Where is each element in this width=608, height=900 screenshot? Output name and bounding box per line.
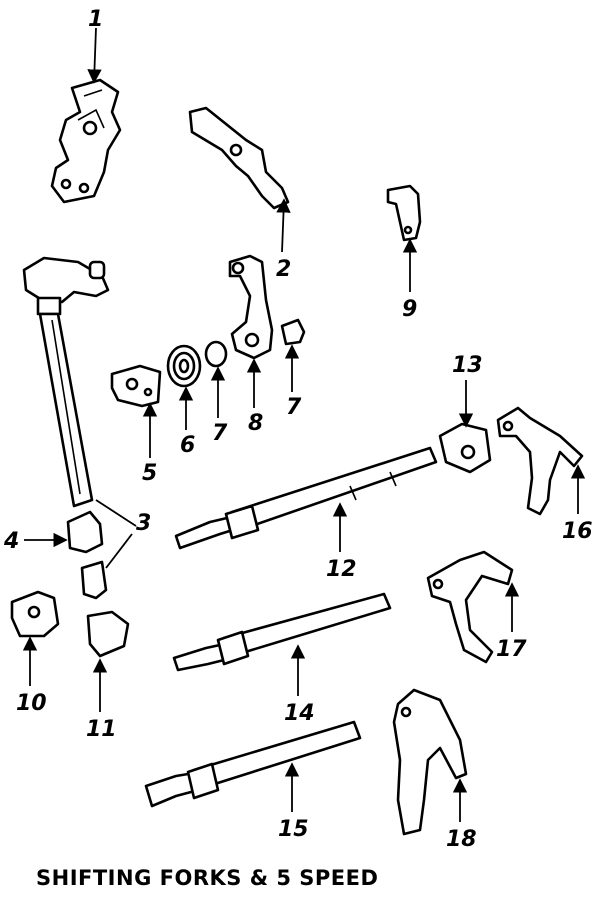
- callout-7-right: 7: [286, 395, 302, 420]
- part-16-fork: [496, 406, 584, 516]
- callout-15: 15: [278, 817, 309, 842]
- callout-16: 16: [562, 519, 593, 544]
- part-4-bushing: [66, 510, 104, 554]
- callout-2: 2: [276, 257, 291, 282]
- callout-18: 18: [446, 827, 477, 852]
- callout-7-left: 7: [212, 421, 228, 446]
- part-2-lever: [188, 106, 290, 210]
- shift-shaft: [22, 256, 110, 508]
- part-1-bracket: [50, 78, 122, 204]
- part-3-block: [80, 560, 108, 600]
- part-7-washer-left: [204, 340, 228, 368]
- callout-12: 12: [326, 557, 357, 582]
- part-10-clip: [10, 590, 60, 638]
- part-5-block: [110, 364, 162, 408]
- callout-1: 1: [88, 7, 103, 32]
- part-7-bushing-right: [280, 318, 306, 346]
- part-13-block: [438, 422, 492, 474]
- part-18-fork: [392, 688, 468, 836]
- callout-numbers: 1 2 3 4 5 6 7 7 8 9 10 11 12 13 14 15 16…: [3, 7, 593, 852]
- part-14-rail: [172, 592, 392, 672]
- callout-3: 3: [136, 511, 151, 536]
- part-12-rail: [174, 446, 438, 550]
- callout-13: 13: [452, 353, 483, 378]
- callout-6: 6: [180, 433, 195, 458]
- leader-lines: [22, 27, 586, 822]
- part-6-spring: [166, 344, 202, 388]
- callout-10: 10: [16, 691, 47, 716]
- callout-11: 11: [86, 717, 117, 742]
- callout-4: 4: [3, 529, 19, 554]
- part-15-rail: [144, 720, 362, 808]
- part-9-bracket: [386, 184, 422, 242]
- callout-9: 9: [402, 297, 417, 322]
- callout-8: 8: [248, 411, 263, 436]
- part-8-lever: [228, 254, 274, 360]
- part-11-block: [86, 610, 130, 658]
- part-17-fork: [426, 550, 514, 664]
- callout-14: 14: [284, 701, 315, 726]
- callout-5: 5: [142, 461, 157, 486]
- callout-17: 17: [496, 637, 527, 662]
- diagram-caption: SHIFTING FORKS & 5 SPEED: [36, 866, 379, 890]
